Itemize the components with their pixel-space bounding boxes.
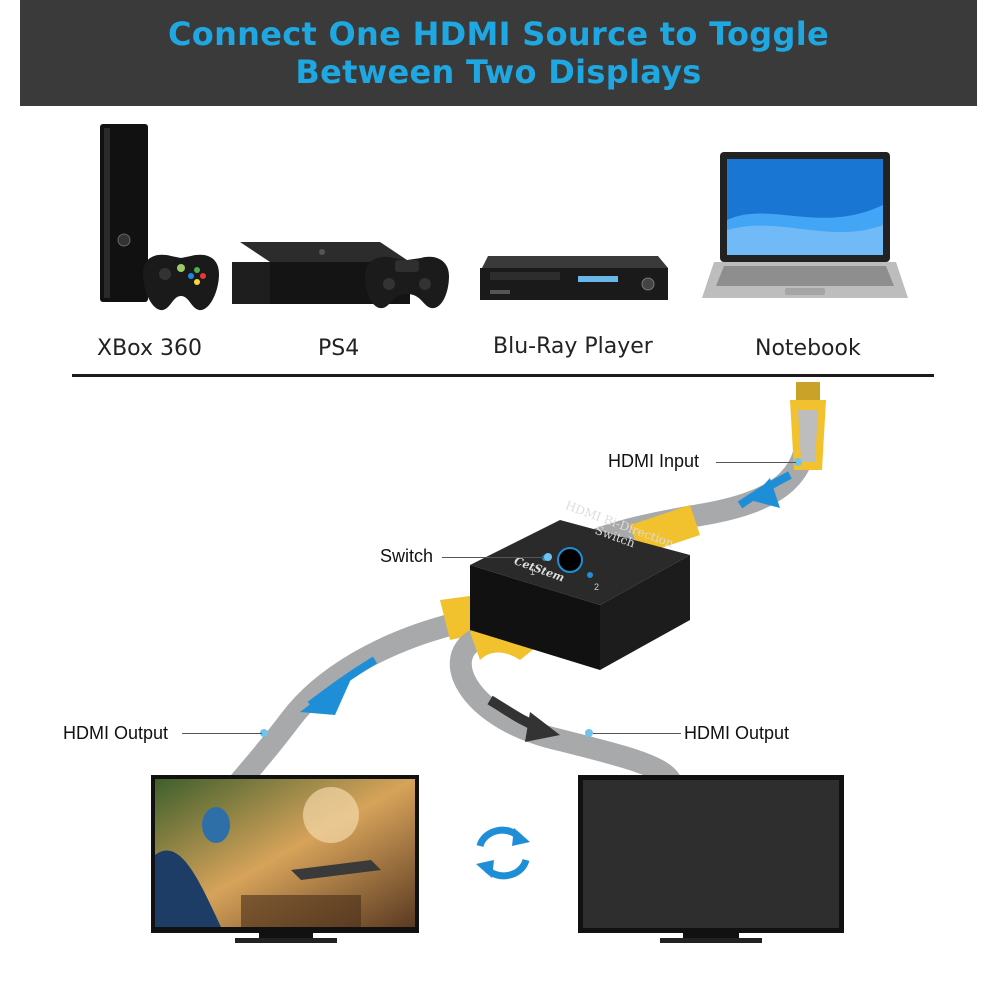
callout-switch: Switch — [380, 546, 434, 566]
device-label-ps4: PS4 — [318, 336, 360, 361]
switch-port-1-label: 1 — [530, 567, 536, 577]
ps4-console-icon — [232, 242, 449, 309]
switch-port-2-label: 2 — [594, 582, 600, 592]
leader-hdmi-input — [716, 462, 796, 463]
blu-ray-player-icon — [480, 256, 668, 300]
callout-hdmi-input: HDMI Input — [608, 451, 700, 471]
right-display-tv — [578, 775, 844, 943]
callout-hdmi-output-right: HDMI Output — [684, 723, 790, 743]
device-label-bluray: Blu-Ray Player — [493, 334, 653, 359]
toggle-arrows-icon — [476, 826, 530, 880]
header-title-line-1: Connect One HDMI Source to Toggle — [168, 15, 829, 53]
leader-hdmi-output-left — [182, 733, 262, 734]
leader-switch — [442, 557, 544, 558]
device-label-notebook: Notebook — [755, 336, 861, 361]
notebook-laptop-icon — [702, 152, 908, 298]
header-banner: Connect One HDMI Source to Toggle Betwee… — [20, 0, 977, 106]
left-display-tv — [151, 775, 419, 943]
leader-hdmi-output-right — [593, 733, 681, 734]
xbox-360-console-icon — [100, 124, 219, 311]
header-title-line-2: Between Two Displays — [295, 53, 702, 91]
device-label-xbox: XBox 360 — [97, 336, 202, 361]
section-divider — [72, 374, 934, 377]
callout-hdmi-output-left: HDMI Output — [63, 723, 169, 743]
